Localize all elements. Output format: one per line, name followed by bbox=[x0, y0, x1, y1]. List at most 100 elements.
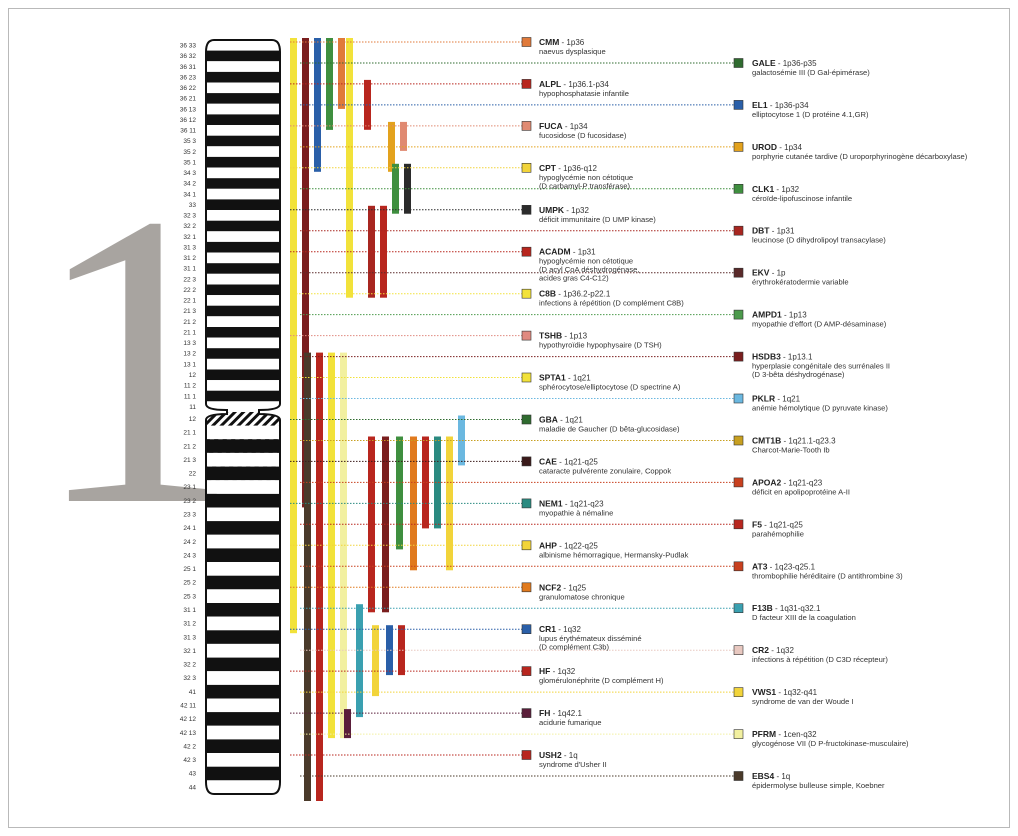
gene-marker bbox=[734, 184, 743, 193]
band-label: 13 2 bbox=[183, 351, 196, 358]
band-label: 35 2 bbox=[183, 149, 196, 156]
gene-marker bbox=[522, 583, 531, 592]
gene-marker bbox=[522, 289, 531, 298]
gene-description: leucinose (D dihydrolipoyl transacylase) bbox=[752, 236, 886, 245]
chromosome-band bbox=[200, 136, 290, 147]
chromosome-band bbox=[200, 61, 290, 72]
gene-title: TSHB - 1p13 bbox=[539, 331, 588, 341]
chromosome-band bbox=[200, 562, 290, 576]
gene-locus: - 1p13.1 bbox=[781, 353, 813, 362]
band-label: 36 21 bbox=[180, 96, 197, 103]
gene-description: acides gras C4-C12) bbox=[539, 274, 609, 283]
gene-name: CR1 bbox=[539, 624, 556, 634]
gene-locus: - 1p13 bbox=[782, 311, 807, 320]
gene-marker bbox=[522, 415, 531, 424]
gene-marker bbox=[522, 709, 531, 718]
chromosome-band bbox=[200, 72, 290, 83]
gene-name: CLK1 bbox=[752, 184, 774, 194]
gene-description: fucosidose (D fucosidase) bbox=[539, 131, 627, 140]
chromosome-band bbox=[200, 480, 290, 494]
chromosome-band bbox=[200, 699, 290, 713]
gene-locus: - 1q32 bbox=[769, 646, 794, 655]
gene-marker bbox=[734, 268, 743, 277]
band-label: 13 1 bbox=[183, 361, 196, 368]
chromosome-band bbox=[200, 589, 290, 603]
gene-description: Charcot-Marie-Tooth Ib bbox=[752, 446, 830, 455]
gene-locus: - 1q21-q23 bbox=[781, 478, 822, 487]
gene-description: elliptocytose 1 (D protéine 4.1,GR) bbox=[752, 110, 869, 119]
gene-locus: - 1p31 bbox=[769, 227, 794, 236]
gene-title: CR2 - 1q32 bbox=[752, 645, 794, 655]
gene-locus: - 1p31 bbox=[571, 248, 596, 257]
gene-description: déficit immunitaire (D UMP kinase) bbox=[539, 215, 656, 224]
band-label: 32 2 bbox=[183, 223, 196, 230]
band-label: 25 1 bbox=[183, 566, 196, 573]
gene-name: AHP bbox=[539, 540, 557, 550]
chromosome-band bbox=[200, 157, 290, 168]
gene-marker bbox=[522, 205, 531, 214]
gene-description: épidermolyse bulleuse simple, Koebner bbox=[752, 781, 885, 790]
gene-name: CR2 bbox=[752, 645, 769, 655]
gene-marker bbox=[734, 142, 743, 151]
chromosome-band bbox=[200, 644, 290, 658]
gene-marker bbox=[522, 499, 531, 508]
gene-name: EKV bbox=[752, 268, 770, 278]
band-label: 22 bbox=[189, 471, 197, 478]
gene-title: CMT1B - 1q21.1-q23.3 bbox=[752, 436, 836, 446]
gene-name: CPT bbox=[539, 163, 557, 173]
gene-marker bbox=[522, 373, 531, 382]
gene-description: (D 3-bêta déshydrogénase) bbox=[752, 370, 845, 379]
gene-name: EBS4 bbox=[752, 771, 774, 781]
gene-marker bbox=[734, 100, 743, 109]
gene-marker bbox=[734, 772, 743, 781]
gene-description: érythrokératodermie variable bbox=[752, 278, 849, 287]
gene-locus: - 1q32-q41 bbox=[776, 688, 817, 697]
gene-name: HF bbox=[539, 666, 550, 676]
gene-title: GALE - 1p36-p35 bbox=[752, 58, 817, 68]
gene-name: GALE bbox=[752, 58, 776, 68]
gene-locus: - 1q21-q25 bbox=[762, 520, 803, 529]
chromosome-band bbox=[200, 348, 290, 359]
band-label: 36 32 bbox=[180, 53, 197, 60]
band-label: 31 1 bbox=[183, 266, 196, 273]
chromosome-band bbox=[200, 767, 290, 781]
gene-locus: - 1q21 bbox=[775, 395, 800, 404]
gene-marker bbox=[522, 163, 531, 172]
band-label: 42 13 bbox=[180, 730, 197, 737]
gene-title: HSDB3 - 1p13.1 bbox=[752, 352, 813, 362]
gene-locus: - 1p bbox=[769, 269, 786, 278]
chromosome-band bbox=[200, 114, 290, 125]
gene-title: CLK1 - 1p32 bbox=[752, 184, 800, 194]
band-label: 36 11 bbox=[180, 128, 196, 135]
gene-locus: - 1q bbox=[774, 772, 790, 781]
gene-locus: - 1q23-q25.1 bbox=[767, 562, 815, 571]
chromosome-band bbox=[200, 210, 290, 221]
chromosome-band bbox=[200, 521, 290, 535]
band-label: 21 3 bbox=[183, 457, 196, 464]
chromosome-band bbox=[200, 494, 290, 508]
gene-marker bbox=[734, 59, 743, 68]
chromosome-band bbox=[200, 753, 290, 767]
chromosome-band bbox=[200, 263, 290, 274]
band-label: 41 bbox=[189, 689, 197, 696]
gene-description: hypophosphatasie infantile bbox=[539, 89, 629, 98]
chromosome-band bbox=[200, 104, 290, 115]
gene-title: C8B - 1p36.2-p22.1 bbox=[539, 289, 611, 299]
band-label: 36 23 bbox=[180, 74, 197, 81]
chromosome-band bbox=[200, 51, 290, 62]
band-label: 21 2 bbox=[183, 443, 196, 450]
chromosome-band bbox=[200, 401, 290, 412]
gene-description: sphérocytose/elliptocytose (D spectrine … bbox=[539, 383, 681, 392]
gene-marker bbox=[734, 436, 743, 445]
gene-description: parahémophilie bbox=[752, 529, 804, 538]
gene-name: CMT1B bbox=[752, 436, 781, 446]
gene-description: acidurie fumarique bbox=[539, 718, 601, 727]
chromosome-band bbox=[200, 168, 290, 179]
band-label: 34 2 bbox=[183, 181, 196, 188]
chromosome-band bbox=[200, 327, 290, 338]
gene-name: GBA bbox=[539, 415, 558, 425]
gene-name: FH bbox=[539, 708, 550, 718]
gene-locus: - 1q21-q23 bbox=[563, 499, 604, 508]
gene-name: PKLR bbox=[752, 394, 775, 404]
